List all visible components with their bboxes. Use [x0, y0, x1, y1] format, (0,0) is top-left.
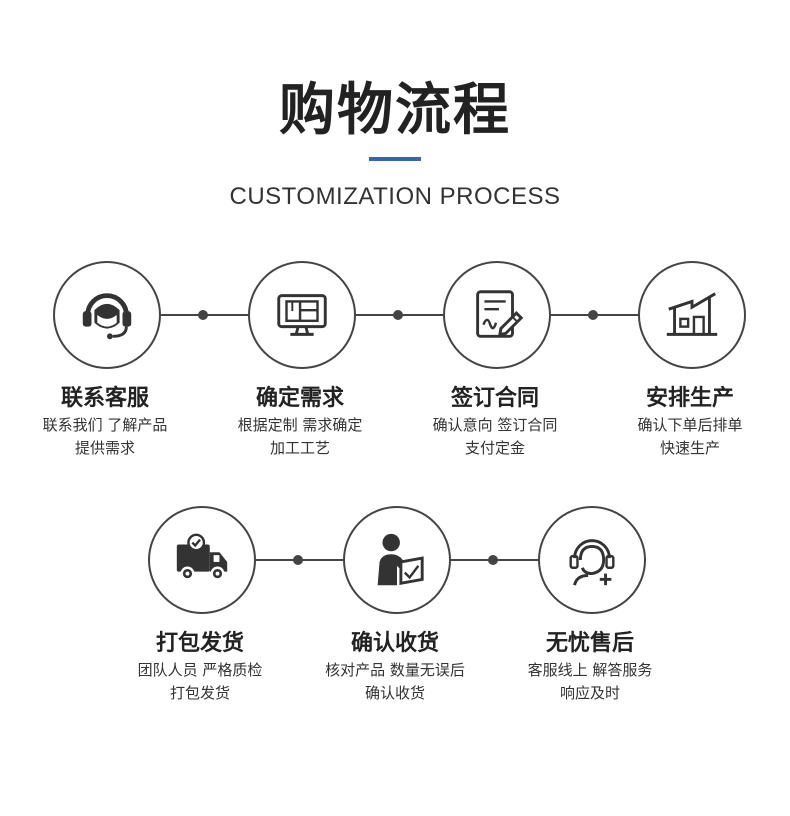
connector-dot [293, 555, 303, 565]
connector-dot [488, 555, 498, 565]
step-icon-circle [53, 261, 161, 369]
monitor-blueprint-icon [277, 294, 327, 336]
title-accent-bar [369, 157, 421, 161]
step-desc-line1: 确认意向 签订合同 [432, 416, 558, 434]
step-desc-line1: 客服线上 解答服务 [527, 661, 653, 679]
step-title: 签订合同 [450, 386, 539, 411]
step-title: 联系客服 [60, 386, 149, 411]
contract-signing-icon [476, 290, 524, 338]
step-desc-line2: 响应及时 [559, 684, 620, 702]
step-desc-line1: 确认下单后排单 [637, 416, 743, 434]
step-title: 确定需求 [255, 386, 344, 411]
step-desc-line2: 提供需求 [74, 439, 135, 457]
factory-icon [666, 292, 718, 336]
step-icon-circle [148, 506, 256, 614]
step-icon-circle [538, 506, 646, 614]
step-desc-line2: 加工工艺 [269, 439, 330, 457]
step-desc-line2: 打包发货 [169, 684, 230, 702]
step-title: 确认收货 [350, 631, 439, 656]
connector-dot [588, 310, 598, 320]
step-desc-line1: 团队人员 严格质检 [137, 661, 263, 679]
delivery-truck-icon [176, 533, 228, 581]
customer-service-headset-icon [82, 293, 132, 340]
person-receiving-icon [377, 533, 424, 586]
connector-dot [393, 310, 403, 320]
step-desc-line2: 支付定金 [464, 439, 525, 457]
step-desc-line1: 联系我们 了解产品 [42, 416, 168, 434]
step-icon-circle [343, 506, 451, 614]
connector-dot [198, 310, 208, 320]
page-subtitle: CUSTOMIZATION PROCESS [229, 183, 561, 210]
step-desc-line1: 核对产品 数量无误后 [325, 661, 465, 679]
step-icon-circle [443, 261, 551, 369]
step-title: 安排生产 [645, 386, 734, 411]
step-icon-circle [638, 261, 746, 369]
step-title: 无忧售后 [545, 631, 634, 656]
after-sales-support-icon [569, 539, 615, 586]
step-desc-line2: 确认收货 [364, 684, 425, 702]
step-title: 打包发货 [155, 631, 244, 656]
page-title: 购物流程 [279, 78, 511, 143]
step-desc-line2: 快速生产 [659, 439, 720, 457]
step-desc-line1: 根据定制 需求确定 [237, 416, 363, 434]
step-icon-circle [248, 261, 356, 369]
